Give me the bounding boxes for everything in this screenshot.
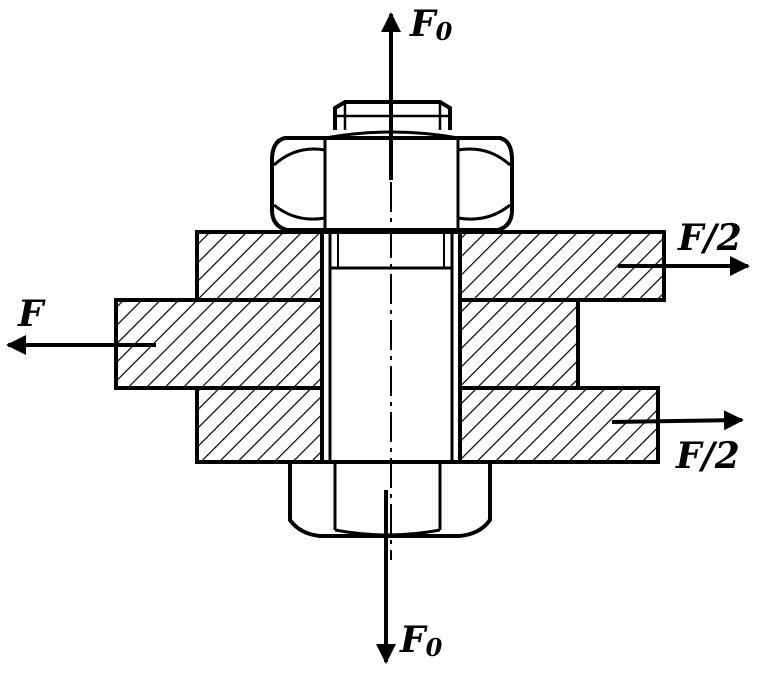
label-bottom-force: F0 bbox=[400, 619, 443, 662]
label-right-bottom-force: F/2 bbox=[676, 435, 740, 477]
middle-plate-right bbox=[458, 298, 580, 390]
top-nut-corner-arc bbox=[457, 203, 511, 221]
arrow-f2-bottom-right bbox=[611, 410, 744, 431]
bottom-plate-right bbox=[458, 386, 660, 464]
label-right-top-force: F/2 bbox=[678, 217, 742, 259]
bottom-plate-left bbox=[195, 386, 324, 464]
top-nut-corner-arc bbox=[273, 203, 326, 221]
top-nut-corner-arc bbox=[272, 147, 326, 167]
label-left-force: F bbox=[18, 293, 44, 335]
label-top-force: F0 bbox=[410, 3, 453, 46]
top-nut-corner-arc bbox=[457, 147, 512, 167]
top-plate-left bbox=[195, 230, 324, 302]
